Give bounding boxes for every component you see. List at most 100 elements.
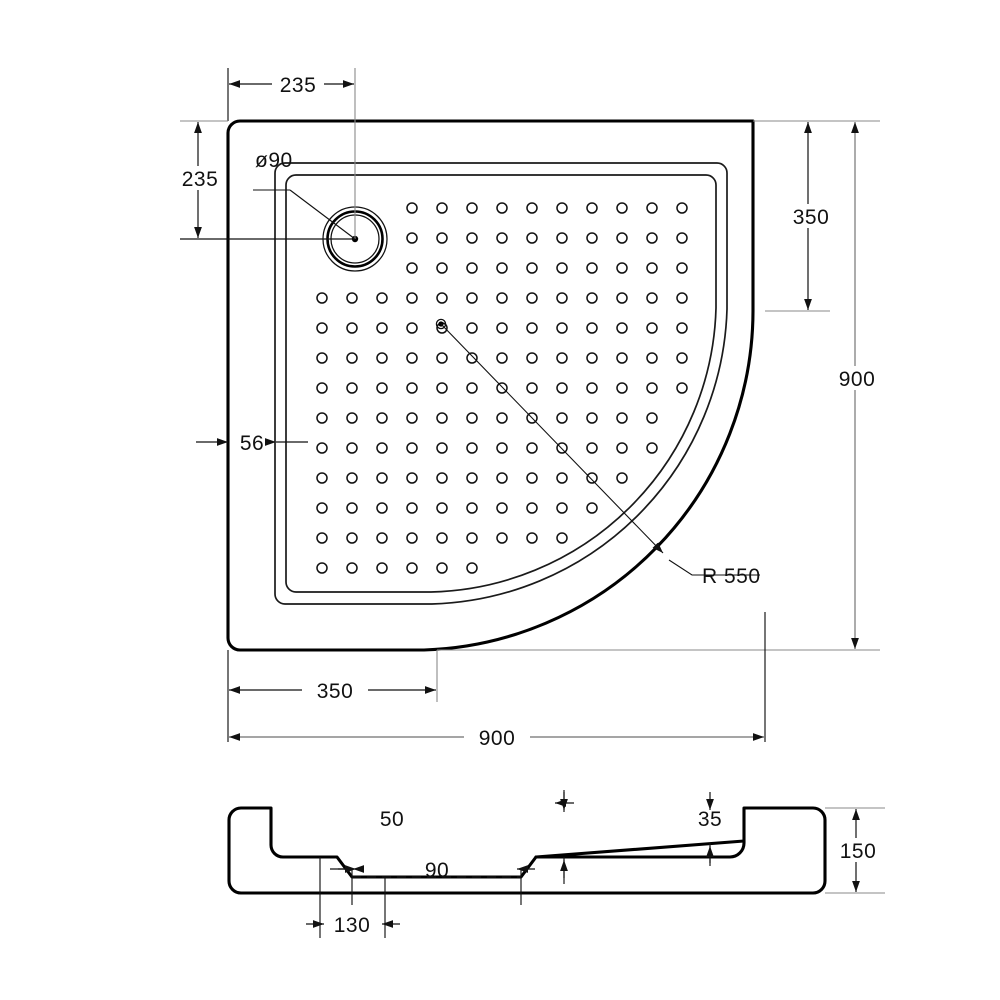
anti-slip-dot bbox=[316, 472, 328, 484]
anti-slip-dot bbox=[556, 382, 568, 394]
anti-slip-dot bbox=[316, 382, 328, 394]
anti-slip-dot bbox=[556, 292, 568, 304]
anti-slip-dot bbox=[376, 532, 388, 544]
anti-slip-dot bbox=[406, 532, 418, 544]
anti-slip-dot bbox=[406, 562, 418, 574]
anti-slip-dot bbox=[496, 502, 508, 514]
anti-slip-dot bbox=[616, 352, 628, 364]
anti-slip-dot bbox=[526, 502, 538, 514]
anti-slip-dot bbox=[526, 382, 538, 394]
section-view: 50 35 90 130 150 bbox=[227, 790, 888, 938]
anti-slip-dot bbox=[586, 232, 598, 244]
anti-slip-dot bbox=[526, 532, 538, 544]
anti-slip-dot bbox=[466, 382, 478, 394]
anti-slip-dot bbox=[346, 532, 358, 544]
anti-slip-dot bbox=[466, 412, 478, 424]
anti-slip-dot bbox=[346, 562, 358, 574]
anti-slip-dot bbox=[466, 562, 478, 574]
anti-slip-dot bbox=[316, 562, 328, 574]
anti-slip-dot bbox=[376, 472, 388, 484]
anti-slip-dot bbox=[676, 322, 688, 334]
anti-slip-dot bbox=[526, 322, 538, 334]
anti-slip-dot bbox=[316, 352, 328, 364]
anti-slip-dot bbox=[646, 262, 658, 274]
anti-slip-dot bbox=[376, 442, 388, 454]
anti-slip-dot bbox=[586, 382, 598, 394]
anti-slip-dot bbox=[556, 532, 568, 544]
dim-label-right-step: 35 bbox=[698, 808, 722, 831]
anti-slip-dot bbox=[616, 382, 628, 394]
anti-slip-dot bbox=[436, 292, 448, 304]
anti-slip-dot bbox=[346, 352, 358, 364]
dim-label-overall-depth: 900 bbox=[839, 368, 876, 391]
dim-label-rim-width: 56 bbox=[240, 432, 264, 455]
anti-slip-dot bbox=[556, 322, 568, 334]
anti-slip-dot-grid bbox=[316, 202, 688, 574]
anti-slip-dot bbox=[316, 442, 328, 454]
anti-slip-dot bbox=[436, 442, 448, 454]
anti-slip-dot bbox=[346, 442, 358, 454]
anti-slip-dot bbox=[586, 352, 598, 364]
anti-slip-dot bbox=[586, 322, 598, 334]
anti-slip-dot bbox=[406, 232, 418, 244]
anti-slip-dot bbox=[526, 352, 538, 364]
anti-slip-dot bbox=[406, 292, 418, 304]
anti-slip-dot bbox=[646, 292, 658, 304]
anti-slip-dot bbox=[646, 382, 658, 394]
section-floor-slope bbox=[534, 839, 746, 859]
dim-text-mask-900-right bbox=[826, 366, 888, 390]
anti-slip-dot bbox=[646, 322, 658, 334]
anti-slip-dot bbox=[466, 472, 478, 484]
anti-slip-dot bbox=[376, 352, 388, 364]
anti-slip-dot bbox=[616, 322, 628, 334]
anti-slip-dot bbox=[346, 502, 358, 514]
anti-slip-dot bbox=[466, 232, 478, 244]
dim-label-notch-offset: 130 bbox=[334, 914, 371, 937]
anti-slip-dot bbox=[496, 262, 508, 274]
anti-slip-dot bbox=[406, 412, 418, 424]
anti-slip-dot bbox=[556, 502, 568, 514]
anti-slip-dot bbox=[466, 322, 478, 334]
anti-slip-dot bbox=[676, 352, 688, 364]
anti-slip-dot bbox=[556, 262, 568, 274]
anti-slip-dot bbox=[466, 442, 478, 454]
dim-text-mask-150 bbox=[828, 838, 888, 862]
anti-slip-dot bbox=[406, 472, 418, 484]
anti-slip-dot bbox=[586, 412, 598, 424]
anti-slip-dot bbox=[586, 442, 598, 454]
anti-slip-dot bbox=[676, 202, 688, 214]
anti-slip-dot bbox=[646, 442, 658, 454]
anti-slip-dot bbox=[436, 382, 448, 394]
plan-view: ø90 R 550 235 235 56 350 bbox=[176, 68, 888, 750]
anti-slip-dot bbox=[466, 292, 478, 304]
anti-slip-dot bbox=[646, 232, 658, 244]
anti-slip-dot bbox=[406, 202, 418, 214]
anti-slip-dot bbox=[496, 382, 508, 394]
anti-slip-dot bbox=[496, 412, 508, 424]
anti-slip-dot bbox=[406, 442, 418, 454]
anti-slip-dot bbox=[496, 232, 508, 244]
anti-slip-dot bbox=[406, 322, 418, 334]
radius-origin-dot bbox=[435, 318, 447, 330]
radius-leader-slant bbox=[440, 323, 664, 554]
anti-slip-dot bbox=[676, 232, 688, 244]
anti-slip-dot bbox=[346, 292, 358, 304]
anti-slip-dot bbox=[676, 262, 688, 274]
anti-slip-dot bbox=[316, 292, 328, 304]
anti-slip-dot bbox=[496, 202, 508, 214]
tray-rim-line-outer bbox=[274, 162, 728, 605]
anti-slip-dot bbox=[436, 262, 448, 274]
anti-slip-dot bbox=[676, 382, 688, 394]
dim-label-notch-width: 90 bbox=[425, 859, 449, 882]
anti-slip-dot bbox=[436, 412, 448, 424]
anti-slip-dot bbox=[436, 502, 448, 514]
anti-slip-dot bbox=[526, 442, 538, 454]
section-profile-outline bbox=[227, 806, 827, 895]
tray-rim-line-inner bbox=[285, 174, 717, 593]
anti-slip-dot bbox=[526, 232, 538, 244]
dim-text-mask-350-bottom bbox=[302, 678, 368, 702]
anti-slip-dot bbox=[526, 262, 538, 274]
